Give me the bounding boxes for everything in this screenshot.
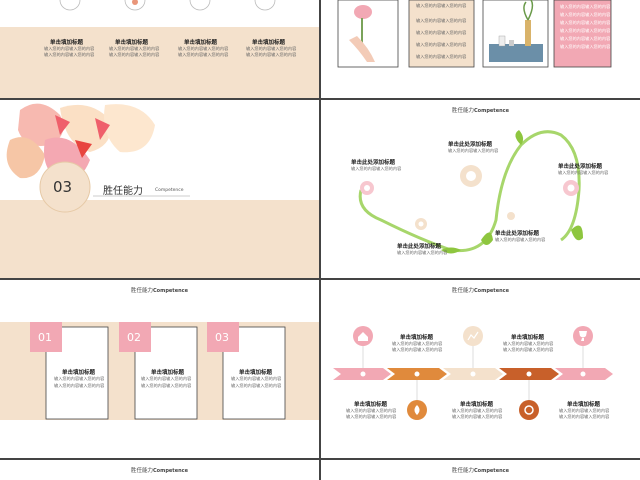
item-body: 输入您的内容输入您的内容 — [416, 54, 467, 59]
item-title: 单击此处添加标题 — [397, 244, 442, 250]
item-body: 输入您的内容输入您的内容 — [246, 52, 297, 57]
photo-grid — [337, 0, 612, 68]
item-body: 输入您的内容输入您的内容 — [346, 414, 397, 419]
item-body: 输入您的内容输入您的内容 — [416, 30, 467, 35]
slide-bottom-right[interactable]: 胜任能力Competence — [321, 460, 640, 480]
item-body: 输入您的内容输入您的内容 — [416, 3, 467, 8]
item-body: 输入您的内容输入您的内容 — [231, 383, 282, 388]
item-body: 输入您的内容输入您的内容 — [392, 347, 443, 352]
item-title: 单击填加标题 — [511, 335, 545, 341]
item-body: 输入您的内容输入您的内容 — [416, 18, 467, 23]
slide-section-03[interactable]: 03 胜任能力 Competence — [0, 100, 319, 278]
item-title: 单击填加标题 — [115, 40, 149, 46]
item-body: 输入您的内容输入您的内容 — [351, 166, 402, 171]
item-body: 输入您的内容输入您的内容 — [559, 408, 610, 413]
item-title: 单击填加标题 — [184, 40, 218, 46]
item-title: 单击填加标题 — [567, 402, 601, 408]
item-body: 输入您的内容输入您的内容 — [141, 376, 192, 381]
item-body: 输入您的内容输入您的内容 — [495, 237, 546, 242]
box-number-02: 02 — [127, 331, 141, 344]
item-body: 输入您的内容输入您的内容 — [397, 250, 448, 255]
item-title: 单击填加标题 — [400, 335, 434, 341]
item-body: 输入您的内容输入您的内容 — [560, 44, 611, 49]
item-body: 输入您的内容输入您的内容 — [141, 383, 192, 388]
item-body: 输入您的内容输入您的内容 — [44, 52, 95, 57]
item-body: 输入您的内容输入您的内容 — [54, 376, 105, 381]
item-title: 单击此处添加标题 — [495, 231, 540, 237]
drop-icon — [414, 405, 420, 415]
trophy-icon — [579, 331, 587, 341]
slide-bottom-left[interactable]: 胜任能力Competence — [0, 460, 319, 480]
item-body: 输入您的内容输入您的内容 — [109, 52, 160, 57]
item-body: 输入您的内容输入您的内容 — [503, 341, 554, 346]
home-icon — [358, 332, 368, 341]
item-title: 单击填加标题 — [151, 370, 185, 376]
chart-icon — [467, 331, 479, 341]
slide-header: 胜任能力Competence — [452, 468, 509, 474]
slide-header: 胜任能力Competence — [131, 468, 188, 474]
item-title: 单击填加标题 — [239, 370, 273, 376]
vine-path — [358, 130, 583, 254]
item-body: 输入您的内容输入您的内容 — [416, 42, 467, 47]
item-body: 输入您的内容输入您的内容 — [44, 46, 95, 51]
slide-header: 胜任能力Competence — [452, 288, 509, 294]
item-body: 输入您的内容输入您的内容 — [452, 414, 503, 419]
item-body: 输入您的内容输入您的内容 — [560, 12, 611, 17]
slide-vine-diagram[interactable]: 胜任能力Competence 单击此处添加标题 输入您的内容输入您的内容 单击此… — [321, 100, 640, 278]
item-body: 输入您的内容输入您的内容 — [560, 4, 611, 9]
item-body: 输入您的内容输入您的内容 — [54, 383, 105, 388]
item-body: 输入您的内容输入您的内容 — [559, 414, 610, 419]
item-body: 输入您的内容输入您的内容 — [346, 408, 397, 413]
item-title: 单击填加标题 — [62, 370, 96, 376]
slide-header: 胜任能力Competence — [452, 108, 509, 114]
flower-decoration — [0, 103, 319, 278]
slide-numbered-boxes[interactable]: 胜任能力Competence 01 02 03 单击填加标题 输入您的内容输入您… — [0, 280, 319, 458]
section-subtitle: Competence — [155, 188, 184, 193]
slide-header: 胜任能力Competence — [131, 288, 188, 294]
item-title: 单击此处添加标题 — [558, 164, 603, 170]
item-body: 输入您的内容输入您的内容 — [560, 20, 611, 25]
slide-timeline[interactable]: 胜任能力Competence 单击填加标题 输入您的内容输入您的内容 输入您的内… — [321, 280, 640, 458]
gear-icon — [524, 405, 534, 415]
item-body: 输入您的内容输入您的内容 — [452, 408, 503, 413]
item-body: 输入您的内容输入您的内容 — [558, 170, 609, 175]
box-number-03: 03 — [215, 331, 229, 344]
item-title: 单击填加标题 — [354, 402, 388, 408]
timeline-arrows — [333, 326, 613, 420]
item-title: 单击填加标题 — [460, 402, 494, 408]
item-body: 输入您的内容输入您的内容 — [560, 36, 611, 41]
circle-icons-row — [0, 0, 319, 98]
item-body: 输入您的内容输入您的内容 — [448, 148, 499, 153]
item-title: 单击此处添加标题 — [448, 142, 493, 148]
item-body: 输入您的内容输入您的内容 — [392, 341, 443, 346]
box-number-01: 01 — [38, 331, 52, 344]
item-body: 输入您的内容输入您的内容 — [178, 46, 229, 51]
section-number: 03 — [53, 178, 73, 196]
item-body: 输入您的内容输入您的内容 — [109, 46, 160, 51]
boxes-background — [0, 322, 319, 420]
item-title: 单击填加标题 — [50, 40, 84, 46]
item-body: 输入您的内容输入您的内容 — [178, 52, 229, 57]
section-title: 胜任能力 — [103, 186, 143, 197]
slide-top-left[interactable]: 单击填加标题 输入您的内容输入您的内容 输入您的内容输入您的内容 单击填加标题 … — [0, 0, 319, 98]
slide-top-right[interactable]: 输入您的内容输入您的内容 输入您的内容输入您的内容 输入您的内容输入您的内容 输… — [321, 0, 640, 98]
item-body: 输入您的内容输入您的内容 — [231, 376, 282, 381]
item-body: 输入您的内容输入您的内容 — [503, 347, 554, 352]
item-title: 单击填加标题 — [252, 40, 286, 46]
item-body: 输入您的内容输入您的内容 — [560, 28, 611, 33]
item-title: 单击此处添加标题 — [351, 160, 396, 166]
item-body: 输入您的内容输入您的内容 — [246, 46, 297, 51]
